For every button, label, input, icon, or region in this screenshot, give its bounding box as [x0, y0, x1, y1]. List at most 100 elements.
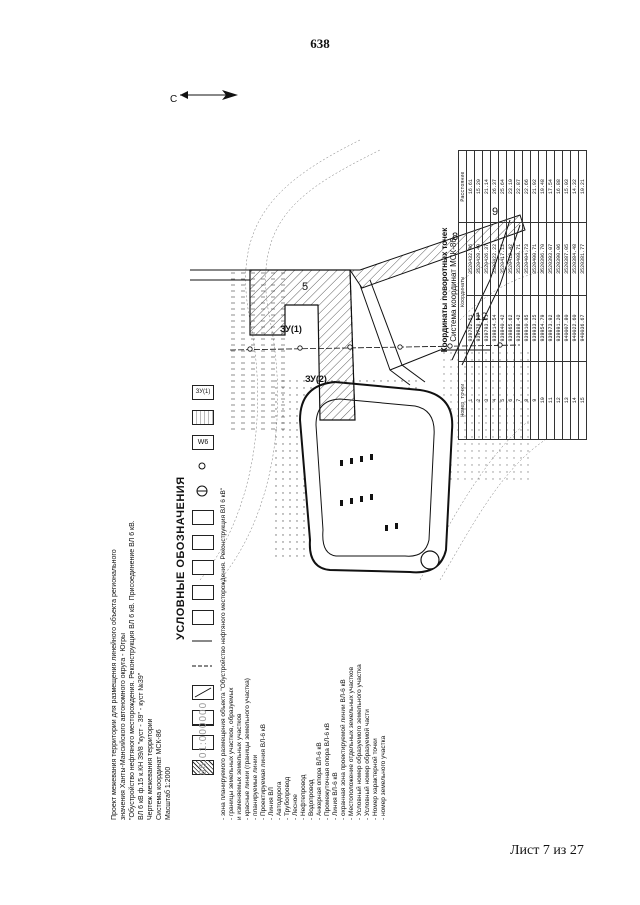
legend-item: - Проектируемая линия ВЛ-6 кВ	[260, 723, 267, 820]
project-header: Проект межевания территории для размещен…	[110, 490, 173, 820]
legend-swatch-oil	[192, 535, 214, 550]
legend-item: - Условный номер образуемого земельного …	[356, 664, 363, 820]
legend-swatch-vl6	[192, 660, 212, 673]
sheet-footer: Лист 7 из 27	[510, 843, 584, 858]
legend-item: - номер земельного участка	[380, 735, 387, 820]
legend-swatch-water	[192, 510, 214, 525]
table-cell: 8	[522, 361, 531, 440]
table-cell: 16.61	[466, 150, 475, 223]
table-cell: 3520384.48	[570, 222, 579, 296]
table-cell: 22.87	[514, 150, 523, 223]
table-cell: 12	[554, 361, 563, 440]
legend-item: - Нефтепровод	[300, 774, 307, 820]
table-cell: 939814.54	[490, 295, 499, 362]
table-cell: 3	[482, 361, 491, 440]
table-cell: 3520387.05	[562, 222, 571, 296]
table-cell: 21.92	[530, 150, 539, 223]
table-cell: 14.32	[570, 150, 579, 223]
header-line: Масштаб 1:2000	[165, 766, 172, 820]
legend-item: - Автодорога	[276, 781, 283, 820]
table-cell: 939762.51	[466, 295, 475, 362]
legend-item: - Трубопровод	[284, 776, 291, 820]
table-cell: 4	[490, 361, 499, 440]
map-label-point-9: 9	[492, 206, 498, 218]
legend-item: - Линия ВЛ-6 кВ	[332, 772, 339, 820]
header-line: "Обустройство нефтяного месторождения. Р…	[129, 520, 136, 820]
table-cell: 1	[466, 361, 475, 440]
legend-swatch-boundary	[192, 735, 214, 750]
legend-item: - охранная зона проектируемой линии ВЛ-6…	[340, 679, 347, 820]
header-line: Проект межевания территории для размещен…	[111, 549, 118, 820]
legend-item: - Промежуточная опора ВЛ-6 кВ	[324, 723, 331, 820]
legend-swatch-intermediate	[192, 460, 212, 473]
table-cell: 11	[546, 361, 555, 440]
table-cell: 14	[570, 361, 579, 440]
table-cell: 940036.67	[578, 295, 587, 362]
coordinates-subtitle: Система координат МСК-86	[449, 238, 458, 342]
table-cell: 3520422.22	[490, 222, 499, 296]
table-cell: 25.64	[498, 150, 507, 223]
table-header: Номер точки	[458, 361, 467, 440]
table-cell: 939778.93	[474, 295, 483, 362]
table-cell: 10.21	[578, 150, 587, 223]
table-cell: 940022.60	[570, 295, 579, 362]
table-cell: 7	[514, 361, 523, 440]
map-label-point-5: 5	[302, 281, 308, 293]
cadastral-number-stamp: 86:01:000000	[198, 701, 209, 775]
table-cell: 23.10	[506, 150, 515, 223]
table-cell: 22.66	[522, 150, 531, 223]
table-cell: 939991.20	[554, 295, 563, 362]
table-cell: 26.37	[490, 150, 499, 223]
table-cell: 939973.92	[546, 295, 555, 362]
legend-item: - зона планируемого размещения объекта "…	[220, 487, 227, 820]
table-cell: 3520393.07	[546, 222, 555, 296]
legend-swatch-planned	[192, 685, 214, 700]
table-cell: 3520396.70	[538, 222, 547, 296]
legend: УСЛОВНЫЕ ОБОЗНАЧЕНИЯ	[175, 476, 187, 820]
table-cell: 10	[538, 361, 547, 440]
map-label-zu2: ЗУ(2)	[305, 374, 327, 384]
legend-item: - планируемые линии	[252, 754, 259, 820]
table-cell: 3520404.73	[522, 222, 531, 296]
table-header-row: Номер точки Координаты Расстояние	[458, 150, 467, 440]
table-cell: 13	[562, 361, 571, 440]
table-header: Координаты	[458, 222, 467, 362]
table-cell: 3520408.71	[514, 222, 523, 296]
legend-swatch-red-line	[192, 710, 214, 726]
legend-item: - Местоположение отдельных земельных уча…	[348, 666, 355, 820]
table-cell: 3520412.42	[506, 222, 515, 296]
table-cell: 2	[474, 361, 483, 440]
map-label-point-8: 8	[452, 231, 458, 243]
legend-items: - зона планируемого размещения объекта "…	[220, 400, 388, 820]
header-line: Система координат МСК-86	[156, 729, 163, 820]
table-cell: 3520417.12	[498, 222, 507, 296]
header-line: ВЛ 6 кВ ф.15 к.КН 39/8 "куст - 39" - кус…	[138, 672, 145, 820]
north-arrow-icon: С	[170, 90, 238, 105]
legend-swatch-road	[192, 610, 214, 625]
table-cell: 939840.42	[498, 295, 507, 362]
legend-swatch-pipe	[192, 585, 214, 600]
table-cell: 3520426.37	[482, 222, 491, 296]
table-cell: 939793.81	[482, 295, 491, 362]
table-cell: 939954.79	[538, 295, 547, 362]
legend-item: - Линия ВЛ	[268, 787, 275, 820]
legend-swatch-zu: ЗУ(1)	[192, 385, 214, 400]
header-line: значения Ханты-Мансийского автономного о…	[120, 632, 127, 820]
table-cell: 5	[498, 361, 507, 440]
legend-item: - Лесное	[292, 794, 299, 820]
table-cell: 21.14	[482, 150, 491, 223]
table-cell: 15.20	[474, 150, 483, 223]
table-cell: 3520381.77	[578, 222, 587, 296]
table-cell: 939888.42	[514, 295, 523, 362]
drawing-sheet: С	[40, 60, 630, 820]
